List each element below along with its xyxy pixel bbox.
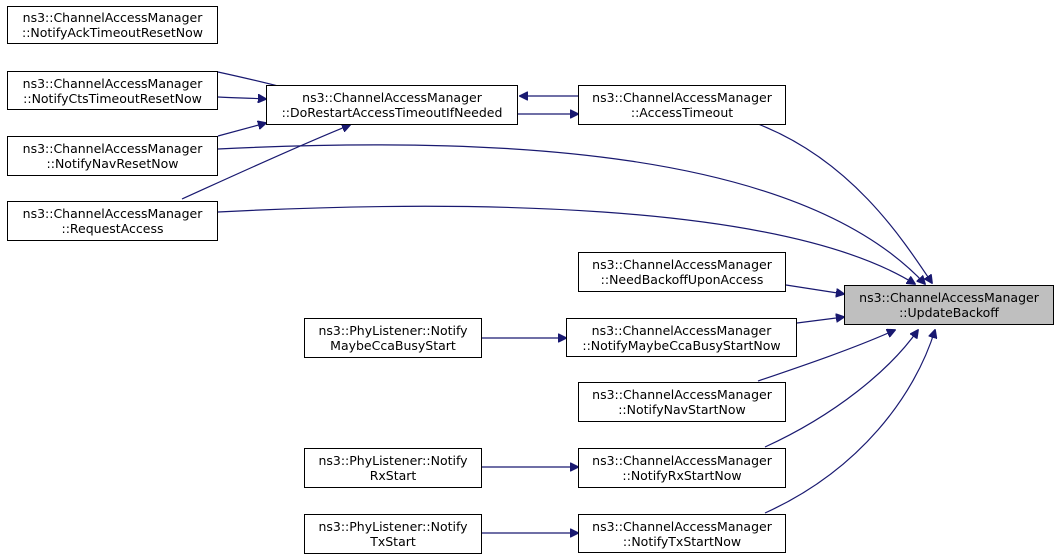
node-need-backoff-upon-access[interactable]: ns3::ChannelAccessManager ::NeedBackoffU… xyxy=(578,252,786,292)
node-phy-listener-notify-maybe-cca-busy-start[interactable]: ns3::PhyListener::Notify MaybeCcaBusySta… xyxy=(304,318,482,358)
edge-notify-cca-now-to-update-backoff xyxy=(796,317,844,324)
node-access-timeout[interactable]: ns3::ChannelAccessManager ::AccessTimeou… xyxy=(578,85,786,125)
edge-access-timeout-to-update-backoff xyxy=(757,123,932,283)
node-need-backoff-upon-access-line2: ::NeedBackoffUponAccess xyxy=(600,272,764,287)
node-do-restart-access-timeout-if-needed[interactable]: ns3::ChannelAccessManager ::DoRestartAcc… xyxy=(266,85,518,125)
node-notify-maybe-cca-busy-start-now-line2: ::NotifyMaybeCcaBusyStartNow xyxy=(582,337,781,353)
node-notify-tx-start-now-line1: ns3::ChannelAccessManager xyxy=(592,518,772,534)
node-update-backoff-line1: ns3::ChannelAccessManager xyxy=(859,290,1039,305)
node-notify-maybe-cca-busy-start-now-line1: ns3::ChannelAccessManager xyxy=(591,322,772,338)
node-do-restart-access-timeout-if-needed-line2: ::DoRestartAccessTimeoutIfNeeded xyxy=(281,105,503,120)
node-notify-nav-reset-now-line2: ::NotifyNavResetNow xyxy=(46,156,179,171)
edge-request-access-to-update-backoff xyxy=(217,205,915,284)
node-do-restart-access-timeout-if-needed-line1: ns3::ChannelAccessManager xyxy=(302,90,482,105)
node-phy-listener-notify-maybe-cca-busy-start-line2: MaybeCcaBusyStart xyxy=(330,338,456,353)
node-notify-cts-timeout-reset-now-line1: ns3::ChannelAccessManager xyxy=(22,75,203,91)
node-notify-maybe-cca-busy-start-now[interactable]: ns3::ChannelAccessManager ::NotifyMaybeC… xyxy=(566,318,797,357)
node-need-backoff-upon-access-line1: ns3::ChannelAccessManager xyxy=(592,257,772,272)
edge-notify-cts-reset-to-do-restart xyxy=(217,97,266,99)
node-phy-listener-notify-tx-start-line2: TxStart xyxy=(370,534,416,549)
node-notify-nav-start-now-line2: ::NotifyNavStartNow xyxy=(618,402,746,417)
node-notify-tx-start-now[interactable]: ns3::ChannelAccessManager ::NotifyTxStar… xyxy=(578,514,786,553)
node-phy-listener-notify-tx-start-line1: ns3::PhyListener::Notify xyxy=(318,519,468,534)
node-phy-listener-notify-rx-start-line2: RxStart xyxy=(369,468,417,483)
node-notify-ack-timeout-reset-now-line2: ::NotifyAckTimeoutResetNow xyxy=(21,25,204,40)
node-notify-ack-timeout-reset-now-line1: ns3::ChannelAccessManager xyxy=(22,10,203,25)
node-phy-listener-notify-rx-start[interactable]: ns3::PhyListener::Notify RxStart xyxy=(304,448,482,488)
node-notify-rx-start-now[interactable]: ns3::ChannelAccessManager ::NotifyRxStar… xyxy=(578,448,786,488)
node-phy-listener-notify-rx-start-line1: ns3::PhyListener::Notify xyxy=(318,453,468,468)
node-notify-cts-timeout-reset-now[interactable]: ns3::ChannelAccessManager ::NotifyCtsTim… xyxy=(7,71,218,110)
node-access-timeout-line2: ::AccessTimeout xyxy=(630,105,734,120)
edge-notify-nav-start-to-update-backoff xyxy=(757,330,895,382)
edge-notify-rx-now-to-update-backoff xyxy=(764,330,918,448)
node-phy-listener-notify-tx-start[interactable]: ns3::PhyListener::Notify TxStart xyxy=(304,514,482,554)
node-notify-nav-start-now-line1: ns3::ChannelAccessManager xyxy=(592,387,772,402)
node-notify-tx-start-now-line2: ::NotifyTxStartNow xyxy=(622,533,742,549)
node-phy-listener-notify-maybe-cca-busy-start-line1: ns3::PhyListener::Notify xyxy=(318,323,468,338)
node-access-timeout-line1: ns3::ChannelAccessManager xyxy=(592,90,772,105)
edge-need-backoff-to-update-backoff xyxy=(785,284,844,294)
edge-notify-tx-now-to-update-backoff xyxy=(764,330,935,514)
node-notify-nav-reset-now-line1: ns3::ChannelAccessManager xyxy=(22,141,203,156)
node-update-backoff: ns3::ChannelAccessManager ::UpdateBackof… xyxy=(844,285,1054,325)
node-notify-rx-start-now-line2: ::NotifyRxStartNow xyxy=(622,468,742,483)
edge-notify-nav-reset-to-do-restart xyxy=(217,123,266,137)
node-update-backoff-line2: ::UpdateBackoff xyxy=(899,305,999,320)
node-notify-rx-start-now-line1: ns3::ChannelAccessManager xyxy=(592,453,772,468)
edge-notify-nav-reset-to-update-backoff xyxy=(217,144,925,284)
node-notify-cts-timeout-reset-now-line2: ::NotifyCtsTimeoutResetNow xyxy=(23,90,202,106)
node-request-access-line2: ::RequestAccess xyxy=(61,221,164,236)
node-notify-ack-timeout-reset-now[interactable]: ns3::ChannelAccessManager ::NotifyAckTim… xyxy=(7,6,218,44)
edge-request-access-to-do-restart xyxy=(181,125,350,200)
node-request-access-line1: ns3::ChannelAccessManager xyxy=(22,206,203,221)
node-notify-nav-start-now[interactable]: ns3::ChannelAccessManager ::NotifyNavSta… xyxy=(578,382,786,422)
node-request-access[interactable]: ns3::ChannelAccessManager ::RequestAcces… xyxy=(7,201,218,241)
node-notify-nav-reset-now[interactable]: ns3::ChannelAccessManager ::NotifyNavRes… xyxy=(7,136,218,176)
